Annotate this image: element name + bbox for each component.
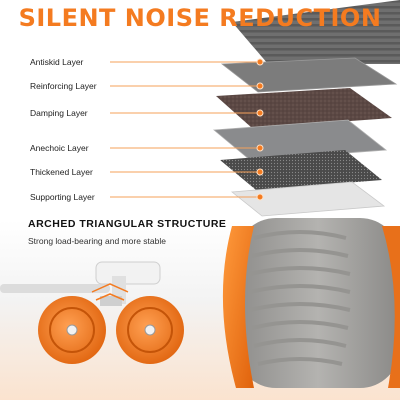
layer-stack (212, 57, 398, 217)
layer-label-thickened: Thickened Layer (30, 167, 93, 177)
layer-label-damping: Damping Layer (30, 108, 88, 118)
layer-label-anechoic: Anechoic Layer (30, 143, 89, 153)
leader-dots (256, 58, 264, 201)
structure-description: Strong load-bearing and more stable (28, 236, 166, 246)
glow-arcs (91, 283, 129, 301)
layer-label-antiskid: Antiskid Layer (30, 57, 84, 67)
layer-label-reinforcing: Reinforcing Layer (30, 81, 97, 91)
large-wheel (222, 218, 400, 388)
tire-tread (232, 0, 400, 64)
leader-lines (110, 61, 258, 198)
layer-label-supporting: Supporting Layer (30, 192, 95, 202)
small-wheels (38, 296, 184, 364)
structure-title: ARCHED TRIANGULAR STRUCTURE (28, 218, 227, 230)
headline: SILENT NOISE REDUCTION (18, 4, 382, 32)
